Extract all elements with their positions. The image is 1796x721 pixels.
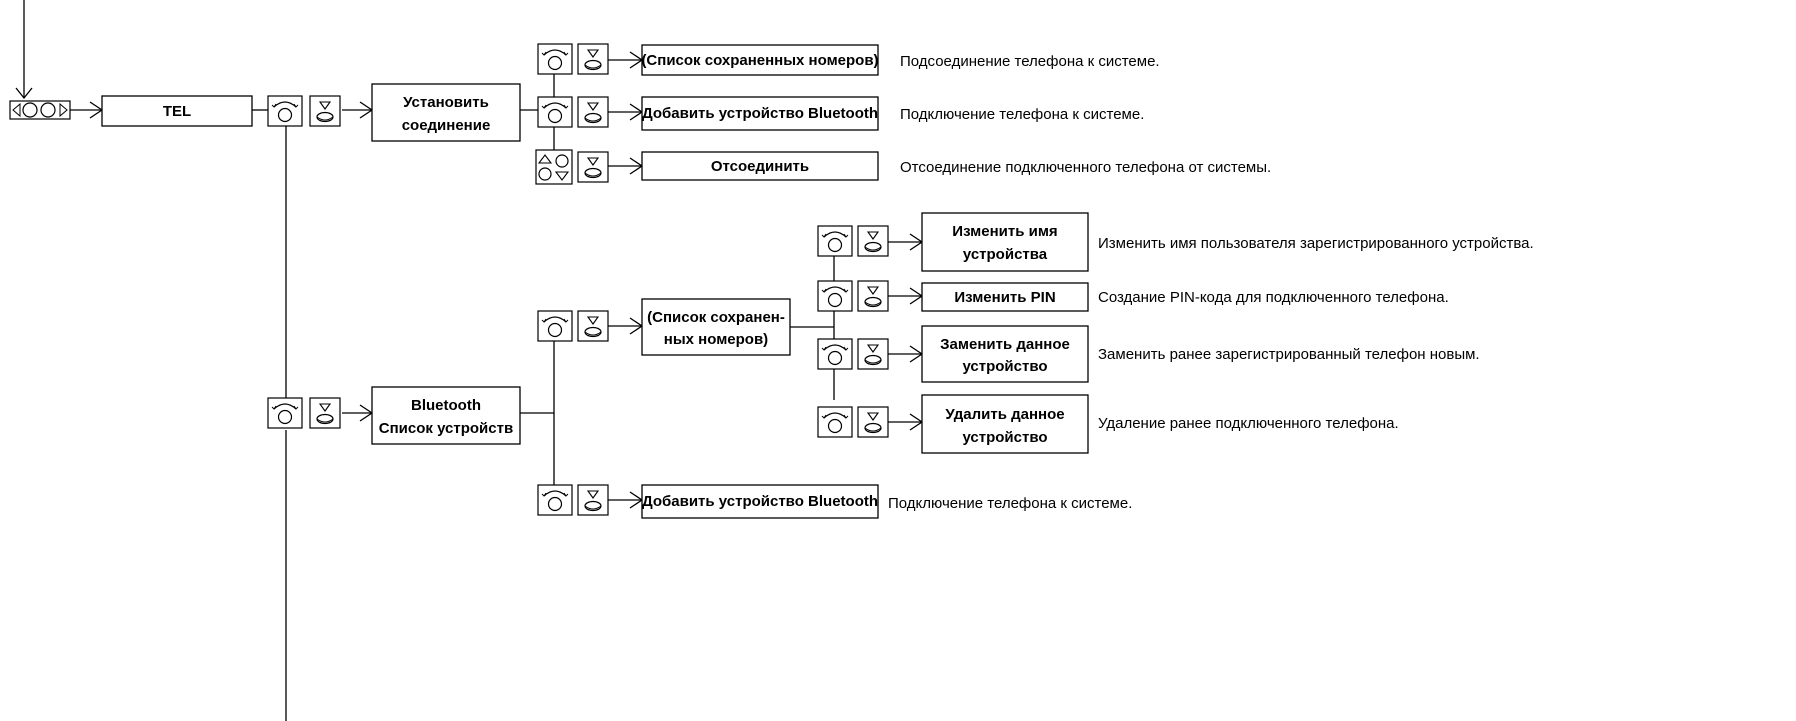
push-button-icon [857, 338, 889, 370]
push-button-icon [577, 43, 609, 75]
bluetooth-device-list-box [371, 386, 521, 445]
desc-delete: Удаление ранее подключенного телефона. [1098, 415, 1399, 432]
push-button-icon [857, 225, 889, 257]
desc-add-bluetooth-2: Подключение телефона к системе. [888, 495, 1132, 512]
desc-replace: Заменить ранее зарегистрированный телефо… [1098, 346, 1480, 363]
rotary-knob-icon [817, 406, 853, 438]
saved-numbers-box-2 [641, 298, 791, 356]
change-pin-label: Изменить PIN [954, 289, 1055, 306]
push-button-icon [309, 95, 341, 127]
desc-rename: Изменить имя пользователя зарегистрирова… [1098, 235, 1534, 252]
rotary-knob-icon [537, 96, 573, 128]
rename-label-line1: Изменить имя [952, 223, 1057, 240]
saved-numbers-2-label-line2: ных номеров) [664, 331, 768, 348]
rotary-knob-icon [817, 338, 853, 370]
setup-label-line2: соединение [402, 117, 491, 134]
bluetooth-list-label-line2: Список устройств [379, 420, 513, 437]
tel-label: TEL [163, 103, 191, 120]
saved-numbers-label: (Список сохраненных номеров) [641, 52, 878, 69]
connector-lines [15, 0, 922, 721]
desc-connect-add: Подключение телефона к системе. [900, 106, 1144, 123]
add-bluetooth-2-label: Добавить устройство Bluetooth [642, 493, 878, 510]
bluetooth-list-label-line1: Bluetooth [411, 397, 481, 414]
rotary-knob-icon [537, 484, 573, 516]
delete-device-box [921, 394, 1089, 454]
push-button-icon [309, 397, 341, 429]
replace-label-line2: устройство [962, 358, 1047, 375]
node-labels: TEL Установить соединение (Список сохран… [163, 52, 1070, 510]
desc-disconnect: Отсоединение подключенного телефона от с… [900, 159, 1271, 176]
rotary-knob-icon [537, 310, 573, 342]
push-button-icon [577, 484, 609, 516]
push-button-icon [857, 280, 889, 312]
delete-label-line1: Удалить данное [945, 406, 1064, 423]
rotary-knob-icon [817, 280, 853, 312]
rename-device-box [921, 212, 1089, 272]
left-right-selector-icon [9, 100, 71, 120]
replace-label-line1: Заменить данное [940, 336, 1070, 353]
node-boxes [101, 44, 1089, 519]
setup-connection-box [371, 83, 521, 142]
descriptions: Подсоединение телефона к системе. Подклю… [888, 53, 1534, 512]
saved-numbers-2-label-line1: (Список сохранен- [647, 309, 785, 326]
replace-device-box [921, 325, 1089, 383]
push-button-icon [577, 151, 609, 183]
rotary-knob-icon [537, 43, 573, 75]
change-pin-box [921, 282, 1089, 312]
disconnect-label: Отсоединить [711, 158, 809, 175]
saved-numbers-box [641, 44, 879, 76]
rotary-knob-icon [817, 225, 853, 257]
setup-label-line1: Установить [403, 94, 489, 111]
add-bluetooth-device-box-2 [641, 484, 879, 519]
disconnect-box [641, 151, 879, 181]
up-down-selector-icon [535, 149, 573, 185]
push-button-icon [577, 96, 609, 128]
add-bluetooth-device-box [641, 96, 879, 131]
desc-pin: Создание PIN-кода для подключенного теле… [1098, 289, 1449, 306]
rotary-knob-icon [267, 95, 303, 127]
tel-box [101, 95, 253, 127]
rename-label-line2: устройства [963, 246, 1048, 263]
push-button-icon [577, 310, 609, 342]
desc-connect-saved: Подсоединение телефона к системе. [900, 53, 1160, 70]
rotary-knob-icon [267, 397, 303, 429]
delete-label-line2: устройство [962, 429, 1047, 446]
push-button-icon [857, 406, 889, 438]
add-bluetooth-label: Добавить устройство Bluetooth [642, 105, 878, 122]
